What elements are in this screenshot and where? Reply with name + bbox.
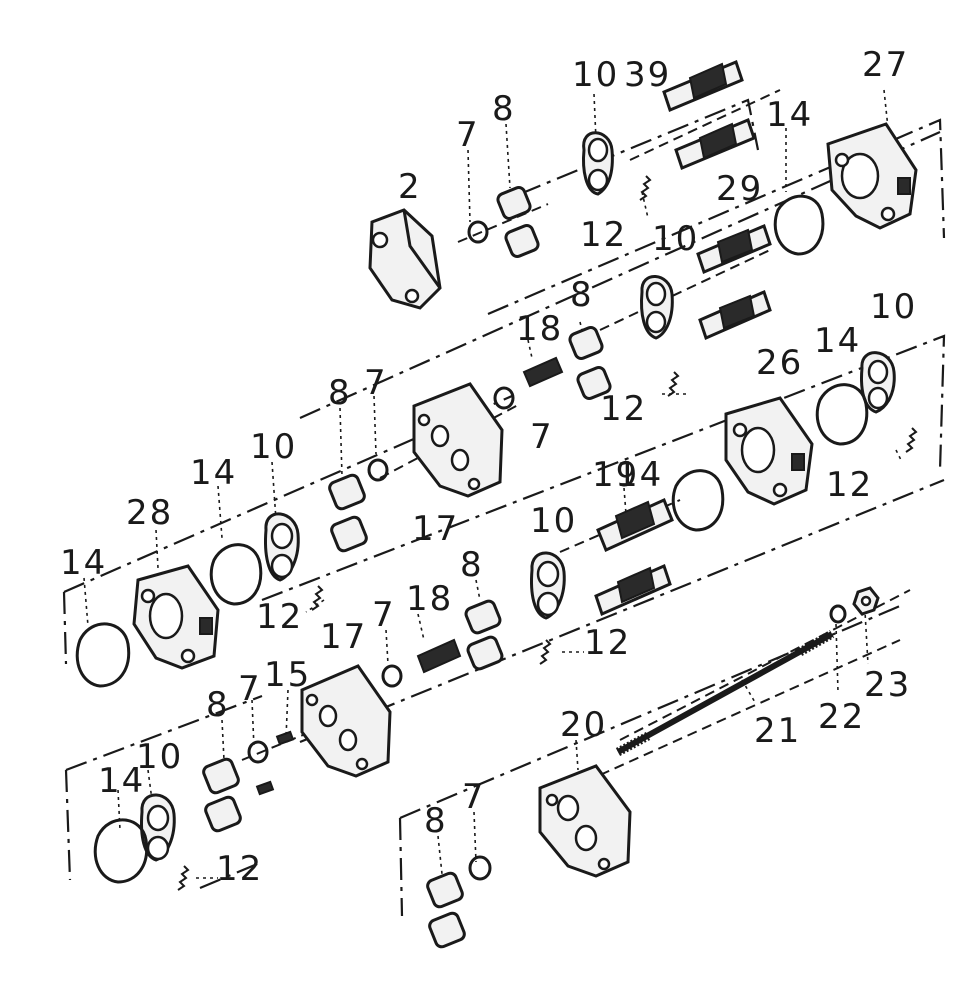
body-17-lower: [300, 664, 392, 778]
callout-12: 12: [580, 215, 627, 255]
callout-17: 17: [412, 509, 459, 549]
callout-23: 23: [864, 665, 911, 705]
tie-rod-21: [615, 630, 835, 756]
callout-7: 7: [530, 417, 554, 457]
callout-26: 26: [756, 343, 803, 383]
callout-8: 8: [460, 545, 484, 585]
callout-8: 8: [570, 275, 594, 315]
callout-10: 10: [136, 737, 183, 777]
callout-12: 12: [584, 623, 631, 663]
o-rings: [247, 220, 515, 881]
callout-14: 14: [616, 455, 663, 495]
nut-23: [852, 586, 880, 616]
gear-shafts: [594, 59, 772, 617]
callout-7: 7: [462, 777, 486, 817]
callout-21: 21: [754, 711, 801, 751]
callout-14: 14: [190, 453, 237, 493]
callout-14: 14: [766, 95, 813, 135]
callout-labels: 2 7 8 10 39 27 14 12 29 10 8 18 7 12 26 …: [60, 45, 917, 889]
callout-7: 7: [238, 669, 262, 709]
leader-lines: [83, 89, 903, 879]
callout-12: 12: [826, 465, 873, 505]
callout-12: 12: [216, 849, 263, 889]
callout-15: 15: [264, 655, 311, 695]
callout-8: 8: [328, 373, 352, 413]
bushings: [202, 186, 612, 949]
housing-27: [826, 122, 918, 230]
callout-12: 12: [600, 389, 647, 429]
callout-12: 12: [256, 597, 303, 637]
callout-8: 8: [206, 685, 230, 725]
callout-17: 17: [320, 617, 367, 657]
callout-18: 18: [516, 309, 563, 349]
callout-7: 7: [456, 115, 480, 155]
callout-29: 29: [716, 169, 763, 209]
callout-10: 10: [530, 501, 577, 541]
housing-26: [724, 396, 814, 506]
pins: [255, 356, 564, 796]
washer-22: [829, 604, 847, 624]
callout-19: 19: [592, 455, 639, 495]
body-20-end-cover: [538, 764, 632, 878]
body-17-upper: [412, 382, 504, 498]
callout-28: 28: [126, 493, 173, 533]
callout-10: 10: [652, 219, 699, 259]
callout-10: 10: [870, 287, 917, 327]
callout-22: 22: [818, 697, 865, 737]
callout-8: 8: [424, 801, 448, 841]
callout-18: 18: [406, 579, 453, 619]
callout-14: 14: [814, 321, 861, 361]
callout-20: 20: [560, 705, 607, 745]
callout-7: 7: [364, 363, 388, 403]
callout-10: 10: [250, 427, 297, 467]
callout-14: 14: [98, 761, 145, 801]
gaskets: [75, 194, 869, 884]
callout-14: 14: [60, 543, 107, 583]
callout-27: 27: [862, 45, 909, 85]
callout-7: 7: [372, 595, 396, 635]
springs: [177, 175, 918, 891]
part-2-end-cover: [368, 208, 442, 310]
callout-39: 39: [624, 55, 671, 95]
housing-28: [132, 564, 220, 670]
callout-8: 8: [492, 89, 516, 129]
callout-10: 10: [572, 55, 619, 95]
callout-2: 2: [398, 167, 422, 207]
